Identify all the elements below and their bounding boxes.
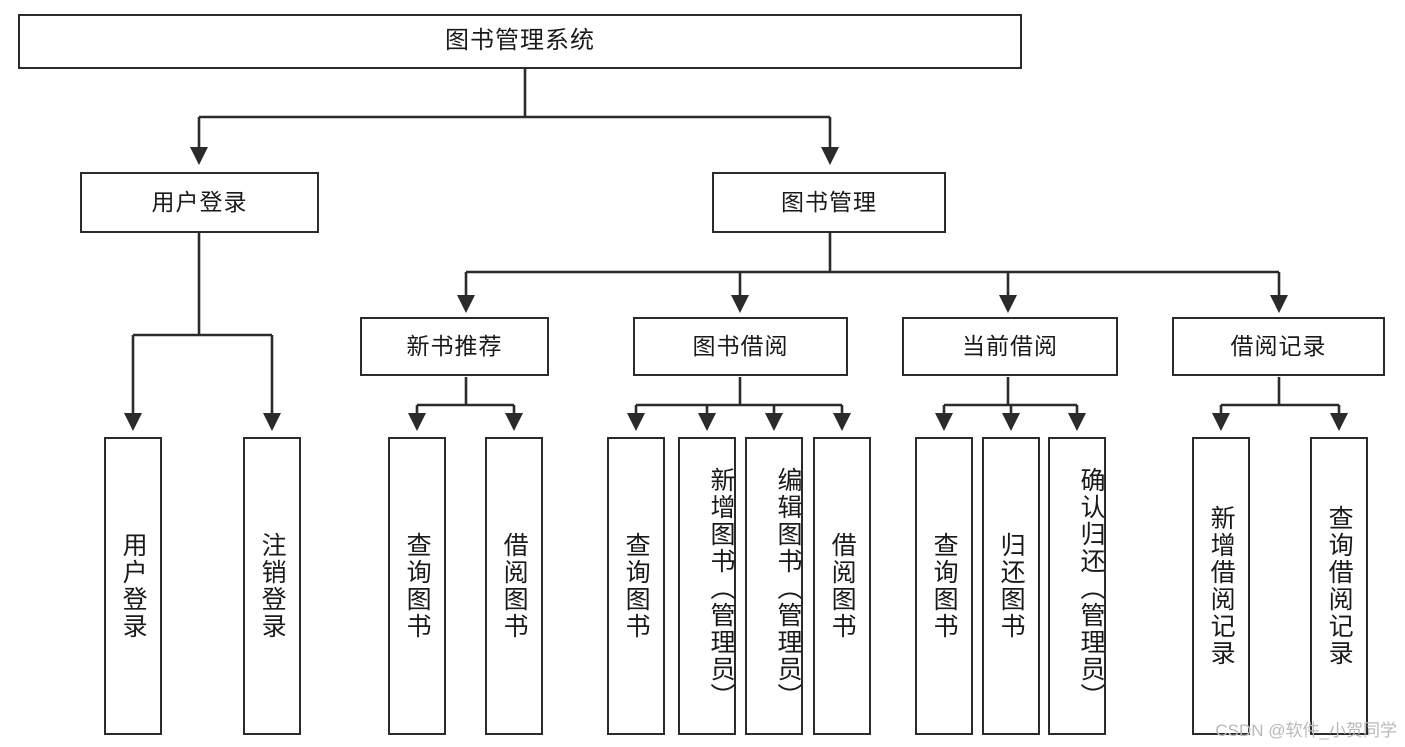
node-label: 图书借阅 (692, 332, 789, 359)
leaf-add-borrow-record[interactable]: 新增借阅记录 (1192, 437, 1250, 735)
node-label: 注销登录 (258, 532, 287, 640)
node-label: 用户登录 (119, 532, 148, 640)
node-new-book-recommend[interactable]: 新书推荐 (360, 317, 549, 376)
node-label: 借阅记录 (1230, 332, 1327, 359)
leaf-return-book[interactable]: 归还图书 (982, 437, 1040, 735)
node-label: 用户登录 (151, 188, 248, 215)
node-label: 归还图书 (997, 532, 1026, 640)
node-book-management[interactable]: 图书管理 (712, 172, 946, 233)
node-root-book-management-system[interactable]: 图书管理系统 (18, 14, 1022, 69)
leaf-query-book-recommend[interactable]: 查询图书 (388, 437, 446, 735)
node-label: 编辑图书（管理员） (774, 466, 802, 710)
leaf-borrow-book-recommend[interactable]: 借阅图书 (485, 437, 543, 735)
leaf-query-borrow-record[interactable]: 查询借阅记录 (1310, 437, 1368, 735)
node-label: 新增图书（管理员） (707, 466, 735, 710)
node-label: 查询图书 (403, 532, 432, 640)
node-current-borrow[interactable]: 当前借阅 (902, 317, 1118, 376)
node-label: 借阅图书 (500, 532, 529, 640)
leaf-user-login[interactable]: 用户登录 (104, 437, 162, 735)
leaf-edit-book-admin[interactable]: 编辑图书（管理员） (745, 437, 803, 735)
node-label: 新书推荐 (406, 332, 503, 359)
node-label: 查询借阅记录 (1325, 505, 1354, 667)
node-user-login[interactable]: 用户登录 (80, 172, 319, 233)
node-book-borrow[interactable]: 图书借阅 (633, 317, 848, 376)
leaf-borrow-book-borrow[interactable]: 借阅图书 (813, 437, 871, 735)
node-label: 图书管理系统 (445, 27, 595, 55)
leaf-add-book-admin[interactable]: 新增图书（管理员） (678, 437, 736, 735)
node-label: 借阅图书 (828, 532, 857, 640)
node-label: 新增借阅记录 (1207, 505, 1236, 667)
node-label: 查询图书 (622, 532, 651, 640)
leaf-query-book-current[interactable]: 查询图书 (915, 437, 973, 735)
csdn-watermark: CSDN @软件_小贺同学 (1215, 721, 1397, 740)
node-label: 当前借阅 (962, 332, 1058, 359)
leaf-confirm-return-admin[interactable]: 确认归还（管理员） (1048, 437, 1106, 735)
leaf-logout-login[interactable]: 注销登录 (243, 437, 301, 735)
node-label: 查询图书 (930, 532, 959, 640)
node-label: 确认归还（管理员） (1077, 466, 1105, 710)
leaf-query-book-borrow[interactable]: 查询图书 (607, 437, 665, 735)
node-borrow-record[interactable]: 借阅记录 (1172, 317, 1385, 376)
node-label: 图书管理 (781, 188, 877, 215)
